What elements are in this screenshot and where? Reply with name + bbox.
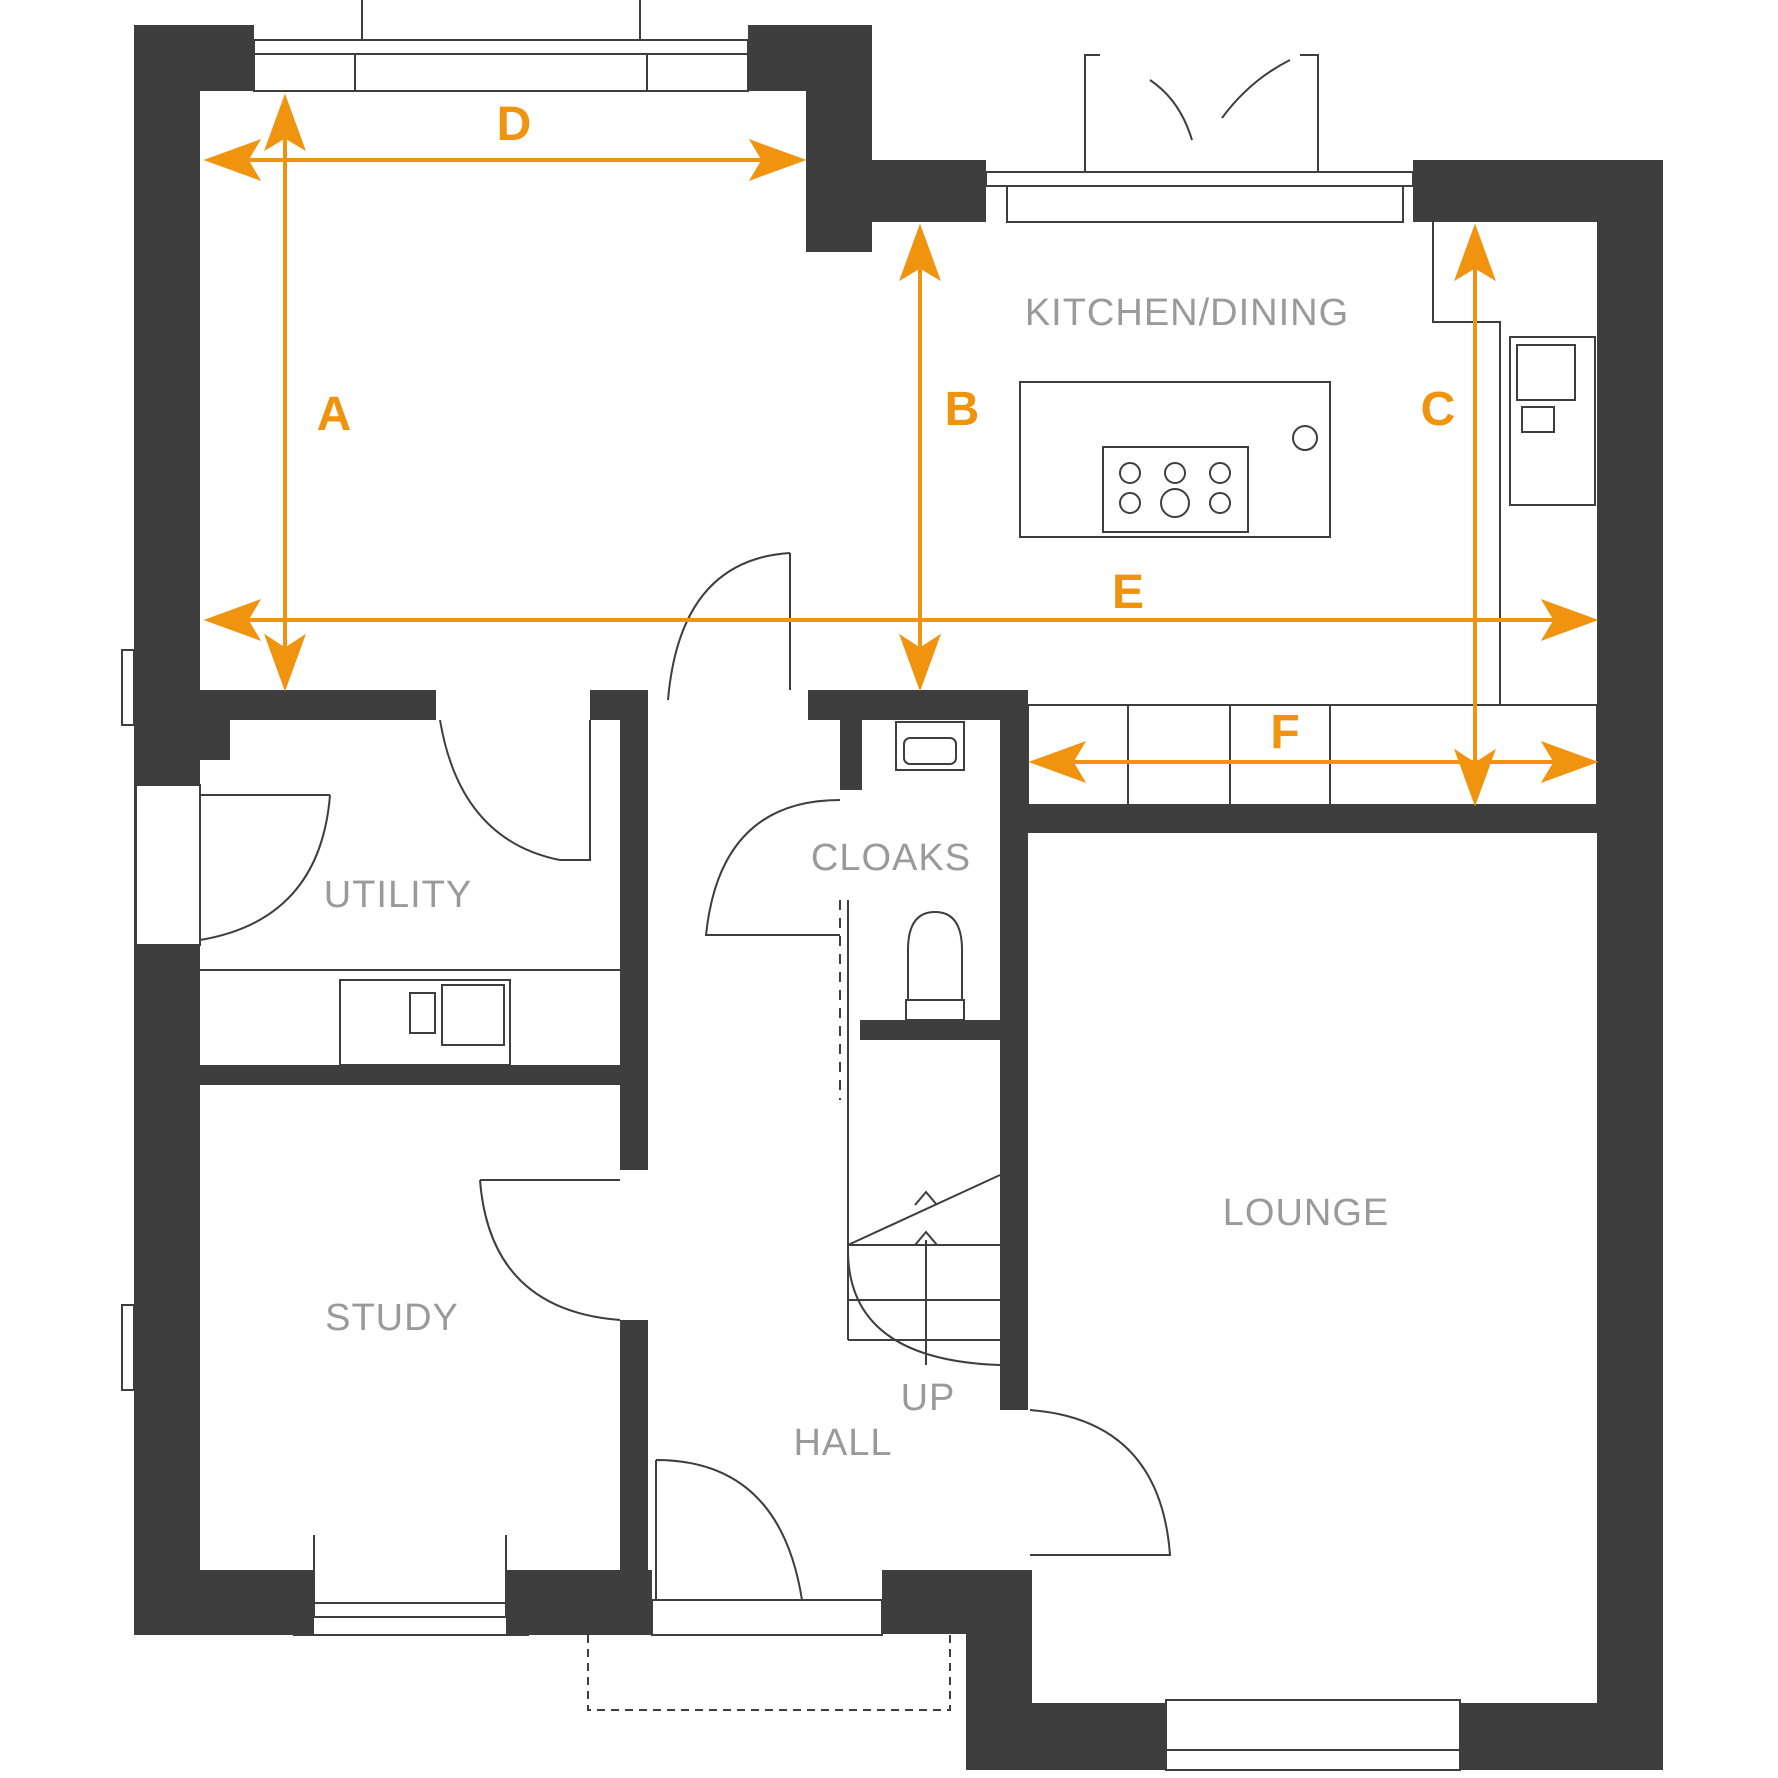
room-label-lounge: LOUNGE (1223, 1192, 1389, 1234)
toilet-icon (907, 910, 963, 1001)
room-label-study: STUDY (325, 1297, 459, 1339)
fixtures (200, 222, 1598, 1066)
room-label-utility: UTILITY (324, 874, 472, 916)
dimension-label-f: F (1270, 706, 1299, 759)
dimension-arrows (203, 93, 1599, 807)
dimension-label-b: B (945, 383, 980, 436)
dimension-labels: A B C D E F (317, 98, 1456, 759)
dimension-label-a: A (317, 388, 352, 441)
walls (134, 25, 1663, 1770)
room-label-cloaks: CLOAKS (811, 837, 971, 879)
stairs-up-label: UP (901, 1377, 956, 1419)
dimension-label-d: D (497, 98, 532, 151)
dimension-label-c: C (1421, 383, 1456, 436)
door-swings (439, 552, 1172, 1601)
dimension-label-e: E (1112, 566, 1144, 619)
room-labels: KITCHEN/DINING CLOAKS UTILITY STUDY LOUN… (324, 292, 1389, 1464)
room-label-hall: HALL (793, 1422, 892, 1464)
stairs (839, 900, 1001, 1366)
windows (121, 0, 1461, 1771)
room-label-kitchen-dining: KITCHEN/DINING (1025, 292, 1349, 334)
